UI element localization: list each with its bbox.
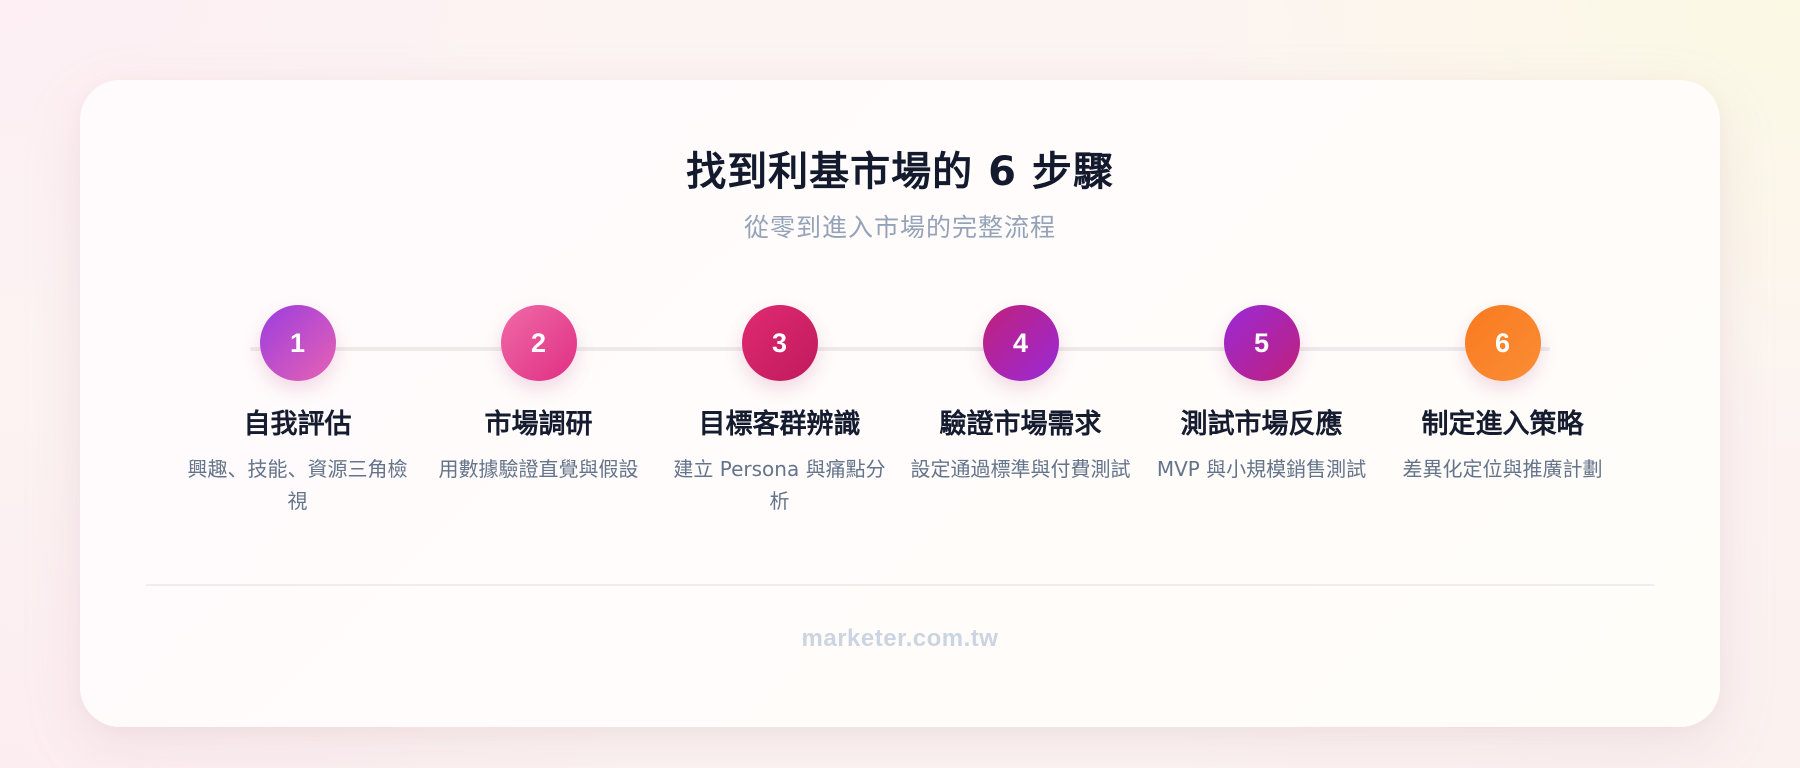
step-description: 差異化定位與推廣計劃 — [1402, 457, 1603, 481]
header: 找到利基市場的 6 步驟 從零到進入市場的完整流程 — [146, 80, 1654, 246]
step-description: 設定通過標準與付費測試 — [910, 457, 1131, 481]
step-number-badge: 4 — [982, 305, 1059, 381]
step-number-badge: 6 — [1464, 305, 1541, 381]
step-title: 目標客群辨識 — [698, 409, 861, 440]
step-number-badge: 2 — [500, 305, 577, 381]
step-description: 用數據驗證直覺與假設 — [438, 457, 639, 481]
step-description: MVP 與小規模銷售測試 — [1156, 457, 1367, 481]
steps-timeline: 1 自我評估 興趣、技能、資源三角檢視 2 市場調研 用數據驗證直覺與假設 3 … — [177, 305, 1623, 517]
step-1: 1 自我評估 興趣、技能、資源三角檢視 — [177, 305, 418, 517]
step-title: 制定進入策略 — [1421, 409, 1584, 440]
step-number-badge: 1 — [259, 305, 336, 381]
infographic-card: 找到利基市場的 6 步驟 從零到進入市場的完整流程 1 自我評估 興趣、技能、資… — [80, 80, 1720, 727]
step-title: 市場調研 — [484, 409, 593, 440]
step-title: 自我評估 — [243, 409, 352, 440]
page-title: 找到利基市場的 6 步驟 — [686, 149, 1114, 195]
step-description: 興趣、技能、資源三角檢視 — [187, 457, 408, 513]
timeline-connector-line — [250, 347, 1550, 351]
step-number-badge: 3 — [741, 305, 818, 381]
step-4: 4 驗證市場需求 設定通過標準與付費測試 — [900, 305, 1141, 517]
step-6: 6 制定進入策略 差異化定位與推廣計劃 — [1382, 305, 1623, 517]
step-number-badge: 5 — [1223, 305, 1300, 381]
step-2: 2 市場調研 用數據驗證直覺與假設 — [418, 305, 659, 517]
step-title: 驗證市場需求 — [939, 409, 1102, 440]
step-title: 測試市場反應 — [1180, 409, 1343, 440]
footer-site-name: marketer.com.tw — [801, 625, 999, 652]
step-3: 3 目標客群辨識 建立 Persona 與痛點分析 — [659, 305, 900, 517]
footer-divider — [146, 584, 1654, 586]
step-5: 5 測試市場反應 MVP 與小規模銷售測試 — [1141, 305, 1382, 517]
step-description: 建立 Persona 與痛點分析 — [673, 457, 886, 513]
page-subtitle: 從零到進入市場的完整流程 — [743, 213, 1056, 242]
